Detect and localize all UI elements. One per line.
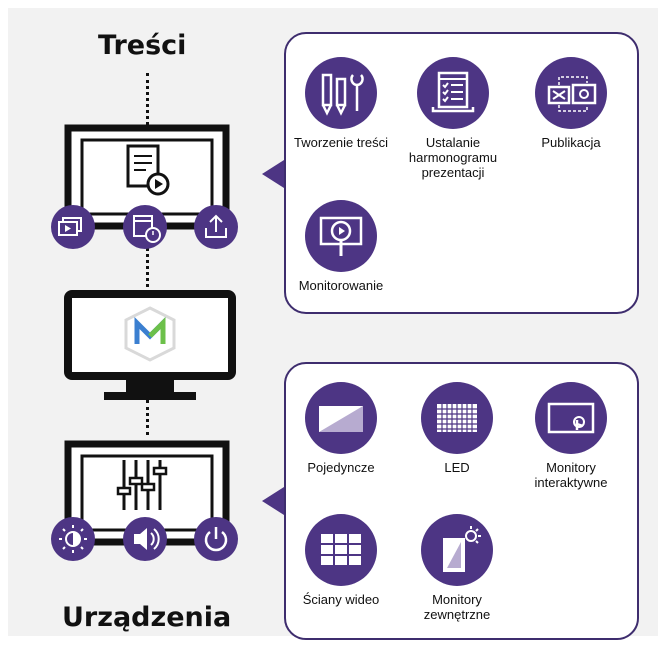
pen-wrench-icon <box>305 57 377 129</box>
feature-label: Publikacja <box>541 135 601 150</box>
feature-label: LED <box>444 460 470 475</box>
feature-scheduling: Ustalanie harmonogramu prezentacji <box>393 57 513 180</box>
feature-publishing: Publikacja <box>511 57 631 150</box>
content-heading: Treści <box>98 30 187 61</box>
power-icon <box>194 517 238 561</box>
feature-label: Pojedyncze <box>307 460 375 475</box>
feature-label: Tworzenie treści <box>294 135 388 150</box>
document-play-icon <box>126 144 170 196</box>
central-monitor-illustration <box>64 290 236 400</box>
connector-dots-bottom <box>146 400 149 435</box>
device-interactive: Monitory interaktywne <box>511 382 631 490</box>
connector-dots-top <box>146 73 149 125</box>
feature-monitoring: Monitorowanie <box>281 200 401 293</box>
media-library-icon <box>51 205 95 249</box>
sliders-icon <box>116 460 168 510</box>
feature-content-creation: Tworzenie treści <box>281 57 401 150</box>
brightness-icon <box>51 517 95 561</box>
feature-label: Monitory zewnętrzne <box>423 592 491 622</box>
device-led: LED <box>397 382 517 475</box>
connector-dots-middle <box>146 237 149 287</box>
devices-heading: Urządzenia <box>62 602 232 633</box>
feature-label: Ustalanie harmonogramu prezentacji <box>408 135 498 180</box>
magicinfo-logo-icon <box>124 306 176 362</box>
monitoring-magnifier-icon <box>305 200 377 272</box>
publish-screens-icon <box>535 57 607 129</box>
led-grid-icon <box>421 382 493 454</box>
content-panel-pointer <box>262 160 284 188</box>
devices-panel-pointer <box>262 487 284 515</box>
touch-display-icon <box>535 382 607 454</box>
upload-icon <box>194 205 238 249</box>
feature-label: Ściany wideo <box>302 592 380 607</box>
device-outdoor: Monitory zewnętrzne <box>397 514 517 622</box>
feature-label: Monitorowanie <box>298 278 384 293</box>
device-video-wall: Ściany wideo <box>281 514 401 607</box>
outdoor-display-icon <box>421 514 493 586</box>
feature-label: Monitory interaktywne <box>534 460 608 490</box>
volume-icon <box>123 517 167 561</box>
device-controls-row <box>51 517 238 561</box>
calendar-clock-icon <box>123 205 167 249</box>
schedule-list-icon <box>417 57 489 129</box>
video-wall-icon <box>305 514 377 586</box>
content-tools-row <box>51 205 238 249</box>
single-display-icon <box>305 382 377 454</box>
device-single: Pojedyncze <box>281 382 401 475</box>
